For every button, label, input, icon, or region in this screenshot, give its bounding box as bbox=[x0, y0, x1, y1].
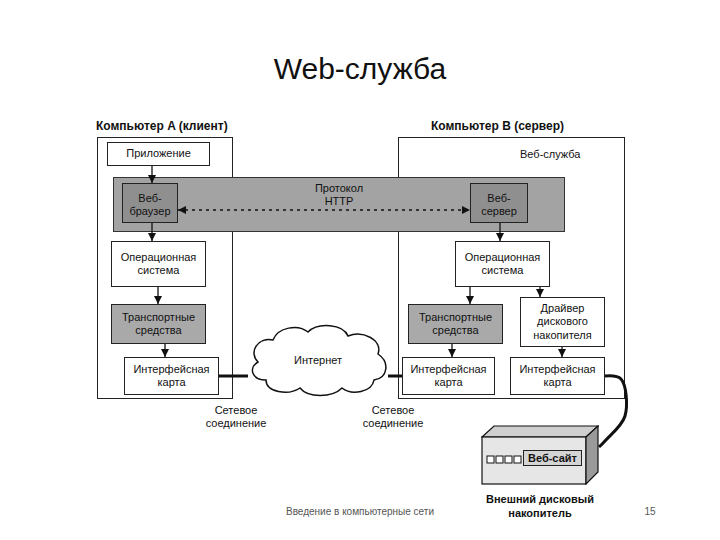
transport-box: Транспортные средства bbox=[408, 304, 503, 344]
connection-label: Сетевое соединение bbox=[352, 404, 434, 430]
node-label: Веб- сервер bbox=[475, 192, 523, 218]
flow-arrow bbox=[499, 223, 500, 241]
flow-arrow bbox=[151, 166, 152, 183]
node-label: Протокол HTTP bbox=[304, 182, 374, 208]
node-label: Операционная система bbox=[116, 251, 201, 277]
page-number: 15 bbox=[630, 506, 670, 518]
disk-front bbox=[482, 437, 586, 484]
node-label: Транспортные средства bbox=[116, 311, 201, 337]
browser-box: Веб- браузер bbox=[122, 183, 178, 223]
node-label: Транспортные средства bbox=[413, 311, 498, 337]
indicator-square bbox=[496, 456, 503, 463]
computer-heading: Компьютер A (клиент) bbox=[96, 119, 228, 133]
process-box: Приложение bbox=[107, 142, 210, 166]
callout-label: Веб-служба bbox=[520, 148, 610, 161]
process-box: Операционная система bbox=[111, 241, 206, 287]
flow-arrow bbox=[151, 223, 152, 241]
driver-box: Драйвер дискового накопителя bbox=[520, 297, 605, 347]
protocol-link bbox=[178, 209, 470, 210]
internet-cloud: Интернет bbox=[248, 322, 388, 398]
node-label: Веб-сайт bbox=[523, 450, 582, 466]
disk-top bbox=[482, 426, 598, 437]
slide-title: Web-служба bbox=[0, 52, 720, 86]
computer-heading: Компьютер B (сервер) bbox=[431, 119, 564, 133]
flow-arrow bbox=[157, 287, 158, 304]
interface-card: Интерфейсная карта bbox=[510, 357, 605, 395]
server-box: Веб- сервер bbox=[470, 183, 528, 223]
network-cable bbox=[388, 375, 402, 378]
interface-card: Интерфейсная карта bbox=[124, 357, 219, 395]
disk-drive: Веб-сайтВнешний дисковый накопитель bbox=[481, 425, 599, 485]
transport-box: Транспортные средства bbox=[111, 304, 206, 344]
node-label: Интерфейсная карта bbox=[407, 363, 490, 389]
flow-arrow bbox=[164, 344, 165, 357]
flow-arrow bbox=[451, 344, 452, 357]
process-box: Операционная система bbox=[455, 241, 550, 287]
flow-arrow bbox=[561, 347, 562, 357]
disk-side bbox=[586, 426, 598, 484]
footer-text: Введение в компьютерные сети bbox=[200, 506, 520, 518]
flow-arrow bbox=[539, 287, 540, 297]
node-label: Интернет bbox=[294, 354, 342, 366]
flow-arrow bbox=[469, 287, 470, 304]
indicator-square bbox=[487, 456, 494, 463]
node-label: Приложение bbox=[126, 147, 191, 160]
interface-card: Интерфейсная карта bbox=[402, 357, 495, 395]
node-label: Интерфейсная карта bbox=[515, 363, 600, 389]
node-label: Драйвер дискового накопителя bbox=[525, 302, 600, 342]
connection-label: Сетевое соединение bbox=[195, 404, 277, 430]
indicator-square bbox=[505, 456, 512, 463]
node-label: Операционная система bbox=[460, 251, 545, 277]
disk-caption: Внешний дисковый накопитель bbox=[471, 493, 609, 521]
node-label: Веб- браузер bbox=[127, 192, 173, 218]
network-cable bbox=[219, 375, 248, 378]
cloud-shape bbox=[252, 326, 385, 396]
indicator-square bbox=[514, 456, 521, 463]
protocol-band: Протокол HTTP Веб- браузер Веб- сервер bbox=[113, 177, 565, 232]
network-cable bbox=[599, 376, 627, 447]
node-label: Интерфейсная карта bbox=[129, 363, 214, 389]
